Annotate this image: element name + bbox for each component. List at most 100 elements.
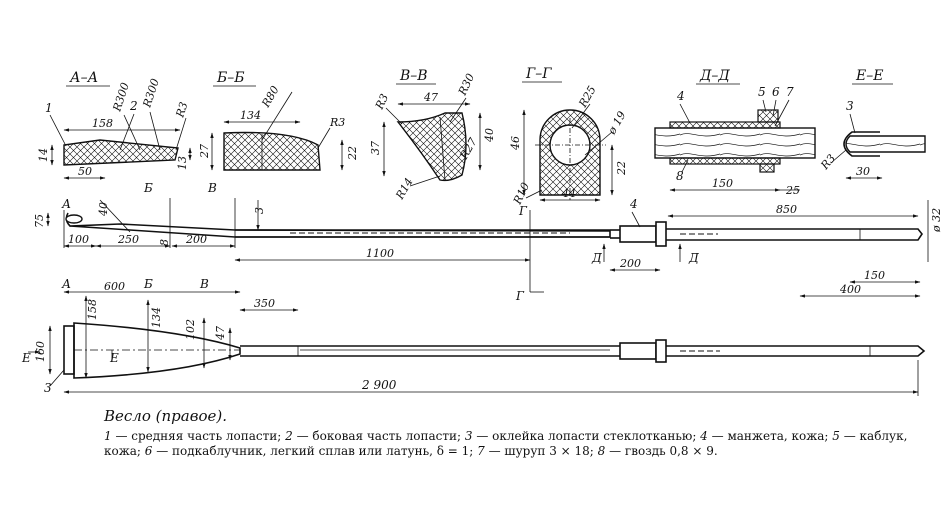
section-b-r80: R80 xyxy=(259,84,282,111)
legend-text: — шуруп 3 × 18; xyxy=(484,444,598,458)
side-view-sleeve xyxy=(619,225,657,243)
legend-num: 4 xyxy=(700,429,708,443)
side-w850: 850 xyxy=(776,203,797,216)
section-v-r14: R14 xyxy=(393,176,416,203)
plan-w600: 600 xyxy=(104,280,125,293)
side-cut-v: В xyxy=(207,181,217,195)
section-a-w50: 50 xyxy=(78,165,92,178)
section-e-title: Е–Е xyxy=(855,68,883,84)
section-e-fiberglass xyxy=(843,131,880,157)
side-cut-d2: Д xyxy=(688,251,699,265)
section-a-part1: 1 xyxy=(45,101,53,115)
section-v-v: В–В 47 R30 R3 37 40 R27 R14 xyxy=(369,68,496,202)
section-a-h14: 14 xyxy=(37,148,50,162)
section-d-title: Д–Д xyxy=(699,68,730,84)
plan-cut-a: А xyxy=(61,277,71,291)
section-d-button xyxy=(757,109,779,123)
section-g-h22: 22 xyxy=(615,161,628,176)
legend-text: — боковая часть лопасти; xyxy=(292,429,465,443)
plan-cut-v: В xyxy=(199,277,209,291)
plan-blade xyxy=(73,322,241,379)
plan-total-length: 2 900 xyxy=(361,378,397,392)
side-part4: 4 xyxy=(629,197,638,211)
section-b-profile xyxy=(223,131,321,171)
section-a-r3: R3 xyxy=(173,100,190,120)
side-cut-g: Г xyxy=(518,204,528,218)
legend-text: — средняя часть лопасти; xyxy=(111,429,286,443)
section-g-g: Г–Г R25 ø 19 46 22 R10 44 xyxy=(509,66,629,207)
section-a-title: А–А xyxy=(69,70,98,86)
section-a-w158: 158 xyxy=(92,117,113,130)
section-d-part8: 8 xyxy=(676,169,684,183)
section-v-profile xyxy=(396,112,467,182)
side-cut-b: Б xyxy=(143,181,153,195)
section-b-title: Б–Б xyxy=(216,70,245,86)
section-g-w44: 44 xyxy=(561,187,576,200)
section-d-part5: 5 xyxy=(758,85,766,99)
legend-num: 6 xyxy=(144,444,153,458)
side-cut-a: А xyxy=(61,197,71,211)
legend-num: 2 xyxy=(285,429,293,443)
section-v-r3: R3 xyxy=(373,92,392,112)
plan-handle xyxy=(666,345,926,357)
section-d-d: Д–Д 4 5 6 7 8 150 25 xyxy=(654,68,816,197)
side-cut-d1: Д xyxy=(591,251,602,265)
oar-plan-view: А Б В Г 600 350 158 134 102 47 160 Е Е xyxy=(21,277,926,396)
legend-text: — манжета, кожа; xyxy=(707,429,833,443)
legend-text: — подкаблучник, легкий сплав или латунь,… xyxy=(152,444,478,458)
section-d-w25: 25 xyxy=(785,184,800,197)
plan-h160: 160 xyxy=(34,341,47,362)
section-v-h40: 40 xyxy=(483,128,496,143)
side-w3: 3 xyxy=(253,207,266,214)
legend-text: — гвоздь 0,8 × 9. xyxy=(605,444,718,458)
section-v-h37: 37 xyxy=(369,141,382,155)
side-w100: 100 xyxy=(68,233,89,246)
side-w200: 200 xyxy=(185,233,207,246)
side-view-handle xyxy=(666,228,923,241)
section-d-sleeve-bottom xyxy=(669,157,781,165)
plan-cut-b: Б xyxy=(143,277,153,291)
caption-title: Весло (правое). xyxy=(104,407,227,425)
section-a-part2: 2 xyxy=(129,99,138,113)
side-w150: 150 xyxy=(864,269,885,282)
section-e-part3: 3 xyxy=(846,99,854,113)
side-view-button xyxy=(655,221,667,247)
side-w40: 40 xyxy=(97,202,110,217)
legend-text: — оклейка лопасти стеклотканью; xyxy=(472,429,701,443)
section-b-w134: 134 xyxy=(240,109,261,122)
section-d-part4: 4 xyxy=(676,89,685,103)
side-w400: 400 xyxy=(839,283,861,296)
side-w8: 8 xyxy=(158,239,171,246)
side-h75: 75 xyxy=(33,214,46,228)
plan-loom xyxy=(240,345,620,357)
section-a-a: А–А 158 1 2 R300 R300 R3 14 50 13 xyxy=(37,70,192,180)
section-a-r300a: R300 xyxy=(110,81,132,114)
plan-part3: 3 xyxy=(44,381,52,395)
plan-cut-g: Г xyxy=(515,289,525,303)
plan-cut-e2: Е xyxy=(109,351,119,365)
legend-num: 5 xyxy=(832,429,840,443)
section-d-loom xyxy=(654,127,816,159)
section-a-profile xyxy=(63,139,179,166)
side-d32: ø 32 xyxy=(930,208,943,233)
legend-text: — каблук, кожа; xyxy=(104,429,908,458)
plan-w350: 350 xyxy=(254,297,275,310)
section-b-b: Б–Б 134 R80 R3 27 22 xyxy=(198,70,359,171)
section-v-w47: 47 xyxy=(423,91,438,104)
section-v-title: В–В xyxy=(399,68,428,84)
side-w200b: 200 xyxy=(619,257,641,270)
legend-num: 7 xyxy=(477,444,485,458)
section-d-sleeve-top xyxy=(669,121,781,129)
section-g-title: Г–Г xyxy=(525,66,552,82)
legend-num: 8 xyxy=(597,444,606,458)
section-g-d19: ø 19 xyxy=(605,109,629,137)
section-d-part6: 6 xyxy=(772,85,780,99)
plan-cut-e1: Е xyxy=(21,351,31,365)
section-e-w30: 30 xyxy=(856,165,870,178)
section-g-r25: R25 xyxy=(576,84,599,111)
plan-h134: 134 xyxy=(150,307,163,328)
section-d-w150: 150 xyxy=(712,177,733,190)
side-w1100: 1100 xyxy=(366,247,394,260)
section-b-h27: 27 xyxy=(198,144,211,159)
